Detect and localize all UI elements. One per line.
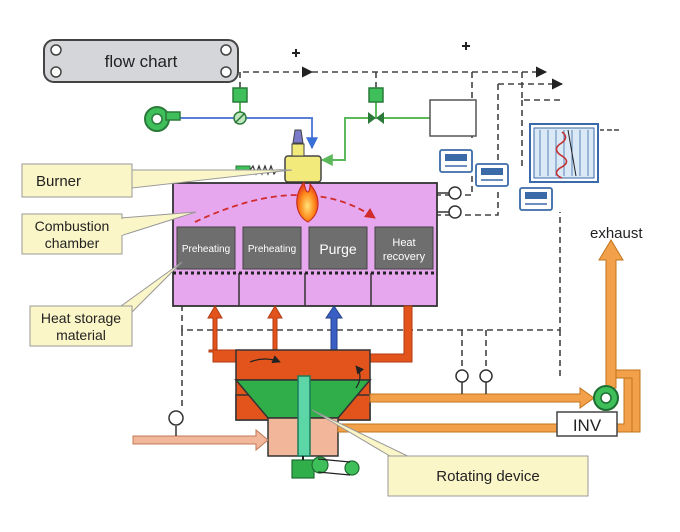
flame-icon (296, 180, 319, 223)
thermocouple-icon (455, 369, 493, 394)
inverter-box: INV (556, 411, 618, 437)
callout-combustion-text: Combustion (35, 218, 110, 234)
gear-motor-icon (291, 456, 360, 479)
zone-purge: Purge (308, 226, 368, 270)
fan-icon (593, 385, 619, 411)
inverter-label: INV (573, 416, 602, 435)
callout-rotating-device: Rotating device (311, 409, 589, 497)
fan-icon (144, 106, 181, 132)
zone-preheating-2: Preheating (242, 226, 302, 270)
callout-heat-storage-text: Heat storage (41, 310, 121, 326)
callout-combustion-text: chamber (45, 235, 100, 251)
exhaust-label: exhaust (590, 225, 643, 242)
controller-icon (439, 149, 553, 211)
callout-rotating-text: Rotating device (436, 468, 539, 485)
zone-label: Preheating (182, 244, 230, 255)
control-cabinet (429, 99, 477, 137)
callout-burner-text: Burner (36, 173, 81, 190)
zone-heat-recovery: Heat recovery (374, 226, 434, 270)
rotary-valve (234, 349, 372, 457)
zone-label: recovery (383, 251, 426, 263)
thermocouple-icon (437, 186, 462, 219)
callout-combustion-chamber: Combustion chamber (21, 211, 197, 255)
callout-heat-storage: Heat storage material (29, 261, 183, 347)
valve-icon (232, 87, 384, 125)
zone-label: Heat (392, 237, 415, 249)
inlet-pipe (132, 410, 269, 452)
zone-label: Preheating (248, 244, 296, 255)
zone-label: Purge (319, 241, 357, 257)
purge-pipe (325, 305, 343, 351)
title-plate: flow chart (43, 39, 239, 83)
callout-heat-storage-text: material (56, 327, 106, 343)
control-lines (181, 66, 622, 410)
zone-preheating-1: Preheating (176, 226, 236, 270)
title-text: flow chart (105, 52, 178, 71)
plus-icon (292, 42, 470, 57)
air-supply-line (180, 92, 430, 166)
callout-burner: Burner (21, 163, 293, 198)
recorder-panel (529, 123, 599, 183)
